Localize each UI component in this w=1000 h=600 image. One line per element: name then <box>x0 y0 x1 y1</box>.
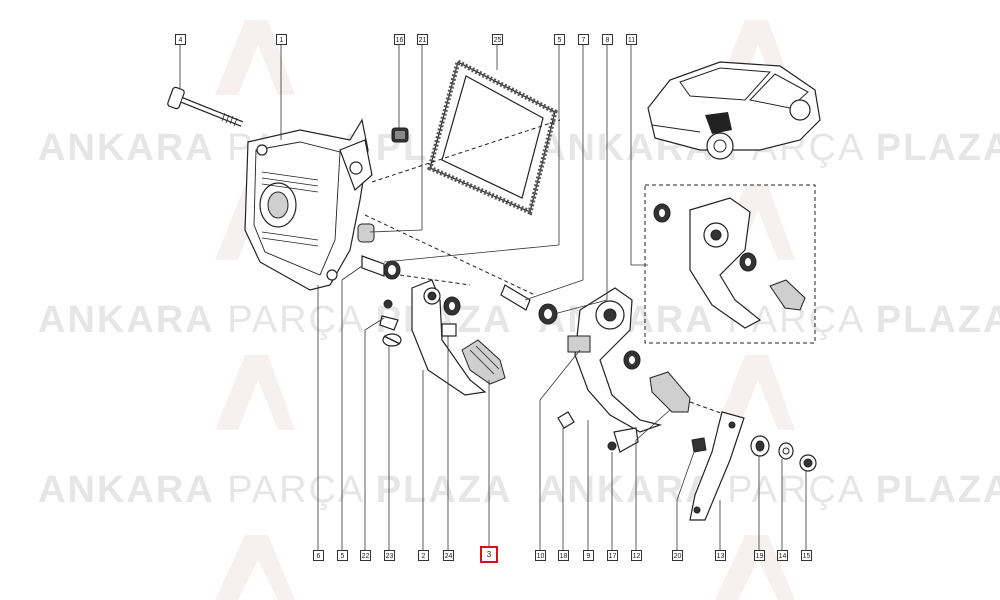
callout-13[interactable]: 13 <box>715 550 726 561</box>
callout-14[interactable]: 14 <box>777 550 788 561</box>
spring-clip-22-23-part <box>379 299 402 347</box>
callout-17[interactable]: 17 <box>607 550 618 561</box>
callout-16[interactable]: 16 <box>394 34 405 45</box>
callout-1[interactable]: 1 <box>276 34 287 45</box>
callout-20[interactable]: 20 <box>672 550 683 561</box>
callout-5-top[interactable]: 5 <box>554 34 565 45</box>
callout-9[interactable]: 9 <box>583 550 594 561</box>
callout-18[interactable]: 18 <box>558 550 569 561</box>
callout-11[interactable]: 11 <box>626 34 637 45</box>
callout-25[interactable]: 25 <box>492 34 503 45</box>
wm-ankara: ANKARA <box>38 127 215 169</box>
pedal-pad-3-part <box>461 339 506 385</box>
callout-15[interactable]: 15 <box>801 550 812 561</box>
vehicle-illustration <box>647 61 821 160</box>
callout-23[interactable]: 23 <box>384 550 395 561</box>
callout-24[interactable]: 24 <box>443 550 454 561</box>
callout-22[interactable]: 22 <box>360 550 371 561</box>
bracket-arm-part <box>689 411 745 521</box>
svg-text:ANKARA PARÇA PLAZA: ANKARA PARÇA PLAZA <box>538 469 1000 511</box>
shaft-part <box>500 284 558 325</box>
fasteners-19-14-15-part <box>750 435 817 472</box>
callout-8[interactable]: 8 <box>602 34 613 45</box>
svg-text:ANKARA PARÇA PLAZA: ANKARA PARÇA PLAZA <box>38 469 512 511</box>
small-parts-17-18-part <box>557 411 639 453</box>
bushing-stack-part <box>357 223 401 280</box>
brake-pad-12-part <box>649 371 691 413</box>
callout-19[interactable]: 19 <box>754 550 765 561</box>
callout-3-highlighted[interactable]: 3 <box>480 546 498 563</box>
callout-4[interactable]: 4 <box>175 34 186 45</box>
callout-7[interactable]: 7 <box>578 34 589 45</box>
gasket-part <box>427 58 558 216</box>
leader-lines <box>179 45 807 550</box>
inset-detail <box>644 184 816 344</box>
clip-16-part <box>391 127 409 143</box>
callout-10[interactable]: 10 <box>535 550 546 561</box>
bolt-part <box>167 86 244 127</box>
callout-5-bottom[interactable]: 5 <box>337 550 348 561</box>
callout-12[interactable]: 12 <box>631 550 642 561</box>
clutch-pedal-part <box>411 279 487 396</box>
pedal-bracket-housing <box>244 118 373 291</box>
svg-text:ANKARA PARÇA PLAZA: ANKARA PARÇA PLAZA <box>38 299 512 341</box>
callout-2[interactable]: 2 <box>418 550 429 561</box>
callout-21[interactable]: 21 <box>417 34 428 45</box>
callout-6[interactable]: 6 <box>313 550 324 561</box>
brake-pedal-part <box>567 287 663 433</box>
